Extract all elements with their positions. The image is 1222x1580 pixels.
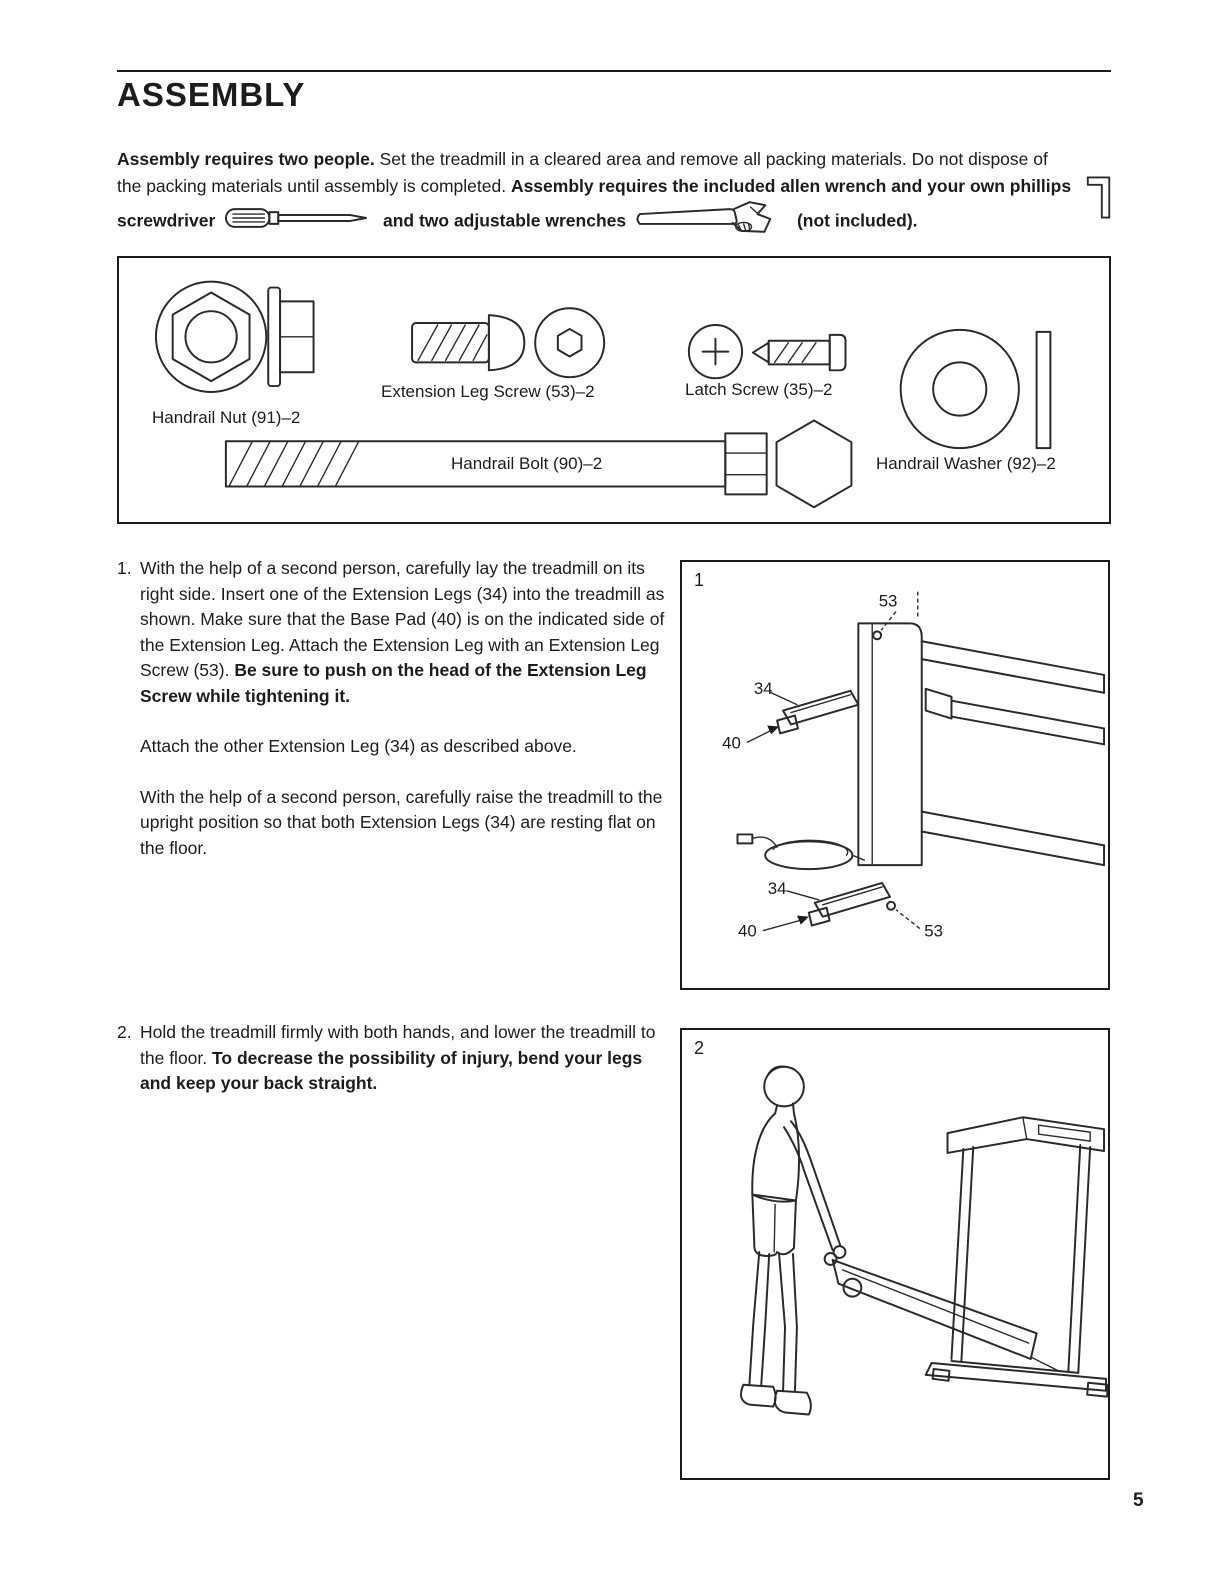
figure-2-number: 2 (694, 1038, 705, 1058)
figure-2-art (740, 1065, 1108, 1416)
handrail-bolt-label: Handrail Bolt (90)–2 (451, 454, 603, 473)
intro-text-1: Set the treadmill in a cleared area and … (117, 149, 1048, 196)
step-1-number: 1. (117, 558, 132, 578)
extension-leg-bottom-art (807, 881, 892, 927)
treadmill-frame-art (857, 622, 1106, 867)
step-2-para-1-bold: To decrease the possibility of injury, b… (140, 1047, 643, 1094)
person-art (740, 1065, 847, 1416)
power-cord-art (736, 833, 865, 871)
step-1: 1. With the help of a second person, car… (117, 556, 669, 861)
allen-wrench-icon (1085, 172, 1113, 230)
callout-leaders (746, 591, 921, 932)
top-rule (117, 70, 1111, 72)
handrail-washer-label: Handrail Washer (92)–2 (876, 454, 1056, 473)
intro-bold-1: Assembly requires two people. (117, 149, 375, 169)
page-number: 5 (1133, 1490, 1144, 1511)
latch-screw-label: Latch Screw (35)–2 (685, 380, 833, 399)
intro-bold-3: and two adjustable wrenches (378, 210, 631, 231)
callout-53-bottom: 53 (924, 921, 943, 940)
callout-40-bottom: 40 (738, 921, 757, 940)
step-1-para-1: With the help of a second person, carefu… (140, 558, 665, 680)
step-1-para-2: Attach the other Extension Leg (34) as d… (140, 736, 577, 756)
intro-paragraph: Assembly requires two people. Set the tr… (117, 146, 1113, 244)
figure-2: 2 (680, 1028, 1110, 1480)
page-title: ASSEMBLY (117, 76, 306, 113)
extension-leg-screw-label: Extension Leg Screw (53)–2 (381, 382, 595, 401)
extension-leg-screw-art (411, 307, 606, 379)
step-2-para-1: Hold the treadmill firmly with both hand… (140, 1022, 656, 1068)
step-1-para-1-bold: Be sure to push on the head of the Exten… (140, 660, 647, 706)
extension-leg-top-art (776, 689, 860, 735)
handrail-nut-art (154, 280, 315, 393)
step-2-number: 2. (117, 1022, 132, 1042)
callout-34-top: 34 (754, 679, 773, 698)
figure-1-art: 53 34 40 34 40 53 (722, 591, 1106, 940)
intro-bold-2: Assembly requires the included allen wre… (117, 176, 1072, 231)
handrail-washer-art (899, 328, 1052, 450)
callout-34-bottom: 34 (768, 879, 787, 898)
handrail-nut-label: Handrail Nut (91)–2 (152, 408, 301, 427)
step-1-text: With the help of a second person, carefu… (140, 556, 669, 861)
adjustable-wrench-icon (635, 200, 793, 244)
figure-1: 1 (680, 560, 1110, 990)
intro-bold-4: (not included). (796, 210, 918, 231)
callout-53-top: 53 (879, 592, 898, 611)
figure-1-number: 1 (694, 570, 705, 590)
step-2: 2. Hold the treadmill firmly with both h… (117, 1020, 669, 1097)
latch-screw-art (687, 324, 847, 380)
hardware-box: Handrail Nut (91)–2 Extension Leg Screw … (117, 256, 1111, 524)
step-1-para-3: With the help of a second person, carefu… (140, 786, 663, 858)
treadmill-art (831, 1116, 1108, 1398)
handrail-bolt-art (224, 419, 853, 509)
phillips-screwdriver-icon (224, 204, 374, 240)
callout-40-top: 40 (722, 733, 741, 752)
step-2-text: Hold the treadmill firmly with both hand… (140, 1020, 669, 1097)
hardware-illustrations (154, 280, 1052, 509)
